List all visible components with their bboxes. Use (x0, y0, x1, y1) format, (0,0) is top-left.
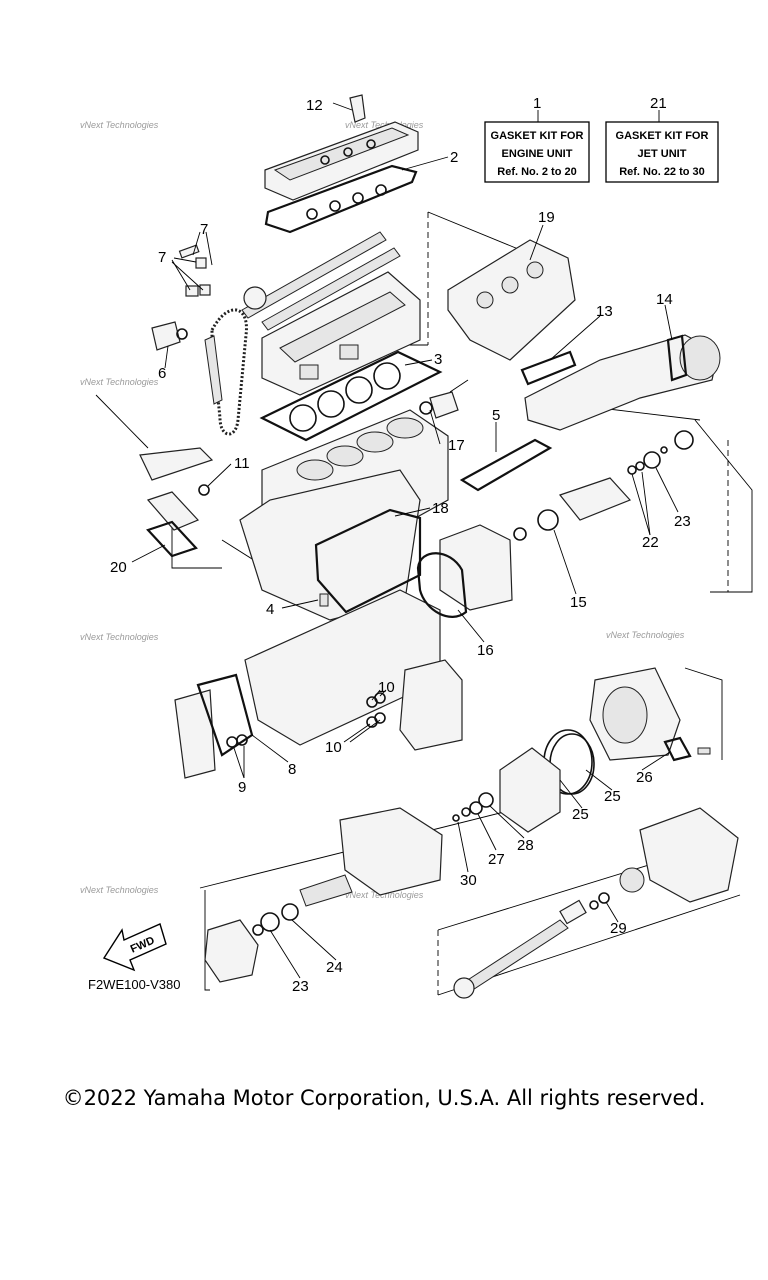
watermark: vNext Technologies (606, 630, 685, 640)
callout-9: 9 (238, 779, 246, 796)
generator-gasket (416, 552, 468, 618)
callout-10: 10 (325, 739, 342, 756)
valve-cover-gasket (264, 164, 418, 234)
watermark: vNext Technologies (345, 890, 424, 900)
jet-nozzle-housing (619, 807, 739, 903)
callout-12: 12 (306, 97, 323, 114)
callout-23: 23 (292, 978, 309, 995)
drive-shaft (453, 892, 610, 999)
manifold-gasket (459, 438, 553, 492)
watermark: vNext Technologies (345, 120, 424, 130)
engine-kit-line-1: GASKET KIT FOR (491, 130, 584, 142)
dowel-4 (319, 593, 329, 607)
callout-17: 17 (448, 437, 465, 454)
generator-cover (439, 524, 513, 611)
crankcase-gasket-18 (314, 508, 422, 614)
callout-18: 18 (432, 500, 449, 517)
jet-kit-line-1: GASKET KIT FOR (616, 130, 709, 142)
callout-13: 13 (596, 303, 613, 320)
cover-plate (146, 491, 200, 558)
valve-cover (264, 94, 419, 201)
engine-kit-line-2: ENGINE UNIT (502, 148, 573, 160)
copyright-notice: ©2022 Yamaha Motor Corporation, U.S.A. A… (62, 1086, 706, 1110)
callout-28: 28 (517, 837, 534, 854)
callout-11: 11 (234, 455, 250, 472)
callout-4: 4 (266, 601, 274, 618)
callout-30: 30 (460, 872, 477, 889)
cylinder-head-gasket (259, 350, 443, 442)
watermark: vNext Technologies (80, 120, 159, 130)
callout-2: 2 (450, 149, 458, 166)
callout-5: 5 (492, 407, 500, 424)
callout-10: 10 (378, 679, 395, 696)
intermediate-housing (299, 807, 443, 907)
callout-22: 22 (642, 534, 659, 551)
tensioner-bolts (151, 244, 211, 351)
leader-lines (131, 102, 679, 979)
exhaust-pipe (524, 334, 721, 431)
engine-kit-line-3: Ref. No. 2 to 20 (497, 166, 576, 178)
callout-21: 21 (650, 95, 667, 112)
watermark: vNext Technologies (80, 632, 159, 642)
diagram-code: F2WE100-V380 (88, 977, 181, 992)
callout-19: 19 (538, 209, 555, 226)
watermark: vNext Technologies (80, 377, 159, 387)
callout-26: 26 (636, 769, 653, 786)
callout-23: 23 (674, 513, 691, 530)
callout-labels: 1 21 12 2 7 7 6 19 14 13 3 17 5 11 18 22… (110, 95, 691, 995)
timing-chain (204, 308, 248, 436)
callout-7: 7 (158, 249, 166, 266)
gasket-26 (663, 736, 711, 762)
jet-kit-line-3: Ref. No. 22 to 30 (619, 166, 705, 178)
pump-housing (589, 667, 681, 761)
oil-dipstick (95, 394, 214, 481)
engine-kit-box: GASKET KIT FOR ENGINE UNIT Ref. No. 2 to… (484, 110, 590, 183)
oil-pump (366, 659, 463, 751)
output-shaft (513, 430, 694, 541)
camshafts (241, 231, 401, 331)
callout-16: 16 (477, 642, 494, 659)
seals-27-28-30 (452, 792, 494, 822)
callout-27: 27 (488, 851, 505, 868)
jet-kit-box: GASKET KIT FOR JET UNIT Ref. No. 22 to 3… (605, 110, 719, 183)
callout-25: 25 (604, 788, 621, 805)
callout-14: 14 (656, 291, 673, 308)
side-cover (174, 673, 254, 779)
watermark: vNext Technologies (80, 885, 159, 895)
callout-7: 7 (200, 221, 208, 238)
cylinder-head (261, 271, 421, 396)
callout-3: 3 (434, 351, 442, 368)
exhaust-gasket (520, 350, 577, 386)
callout-15: 15 (570, 594, 587, 611)
callout-6: 6 (158, 365, 166, 382)
callout-8: 8 (288, 761, 296, 778)
thermostat (419, 379, 469, 419)
callout-20: 20 (110, 559, 127, 576)
exhaust-manifold (447, 239, 576, 361)
fwd-arrow-icon: FWD (102, 923, 167, 972)
crankcase-upper (239, 469, 421, 621)
callout-29: 29 (610, 920, 627, 937)
callout-24: 24 (326, 959, 343, 976)
impeller-liner (499, 747, 561, 833)
callout-25: 25 (572, 806, 589, 823)
callout-1: 1 (533, 95, 541, 112)
jet-kit-line-2: JET UNIT (638, 148, 687, 160)
bearing-housing (204, 903, 299, 983)
o-ring-11 (198, 484, 210, 496)
